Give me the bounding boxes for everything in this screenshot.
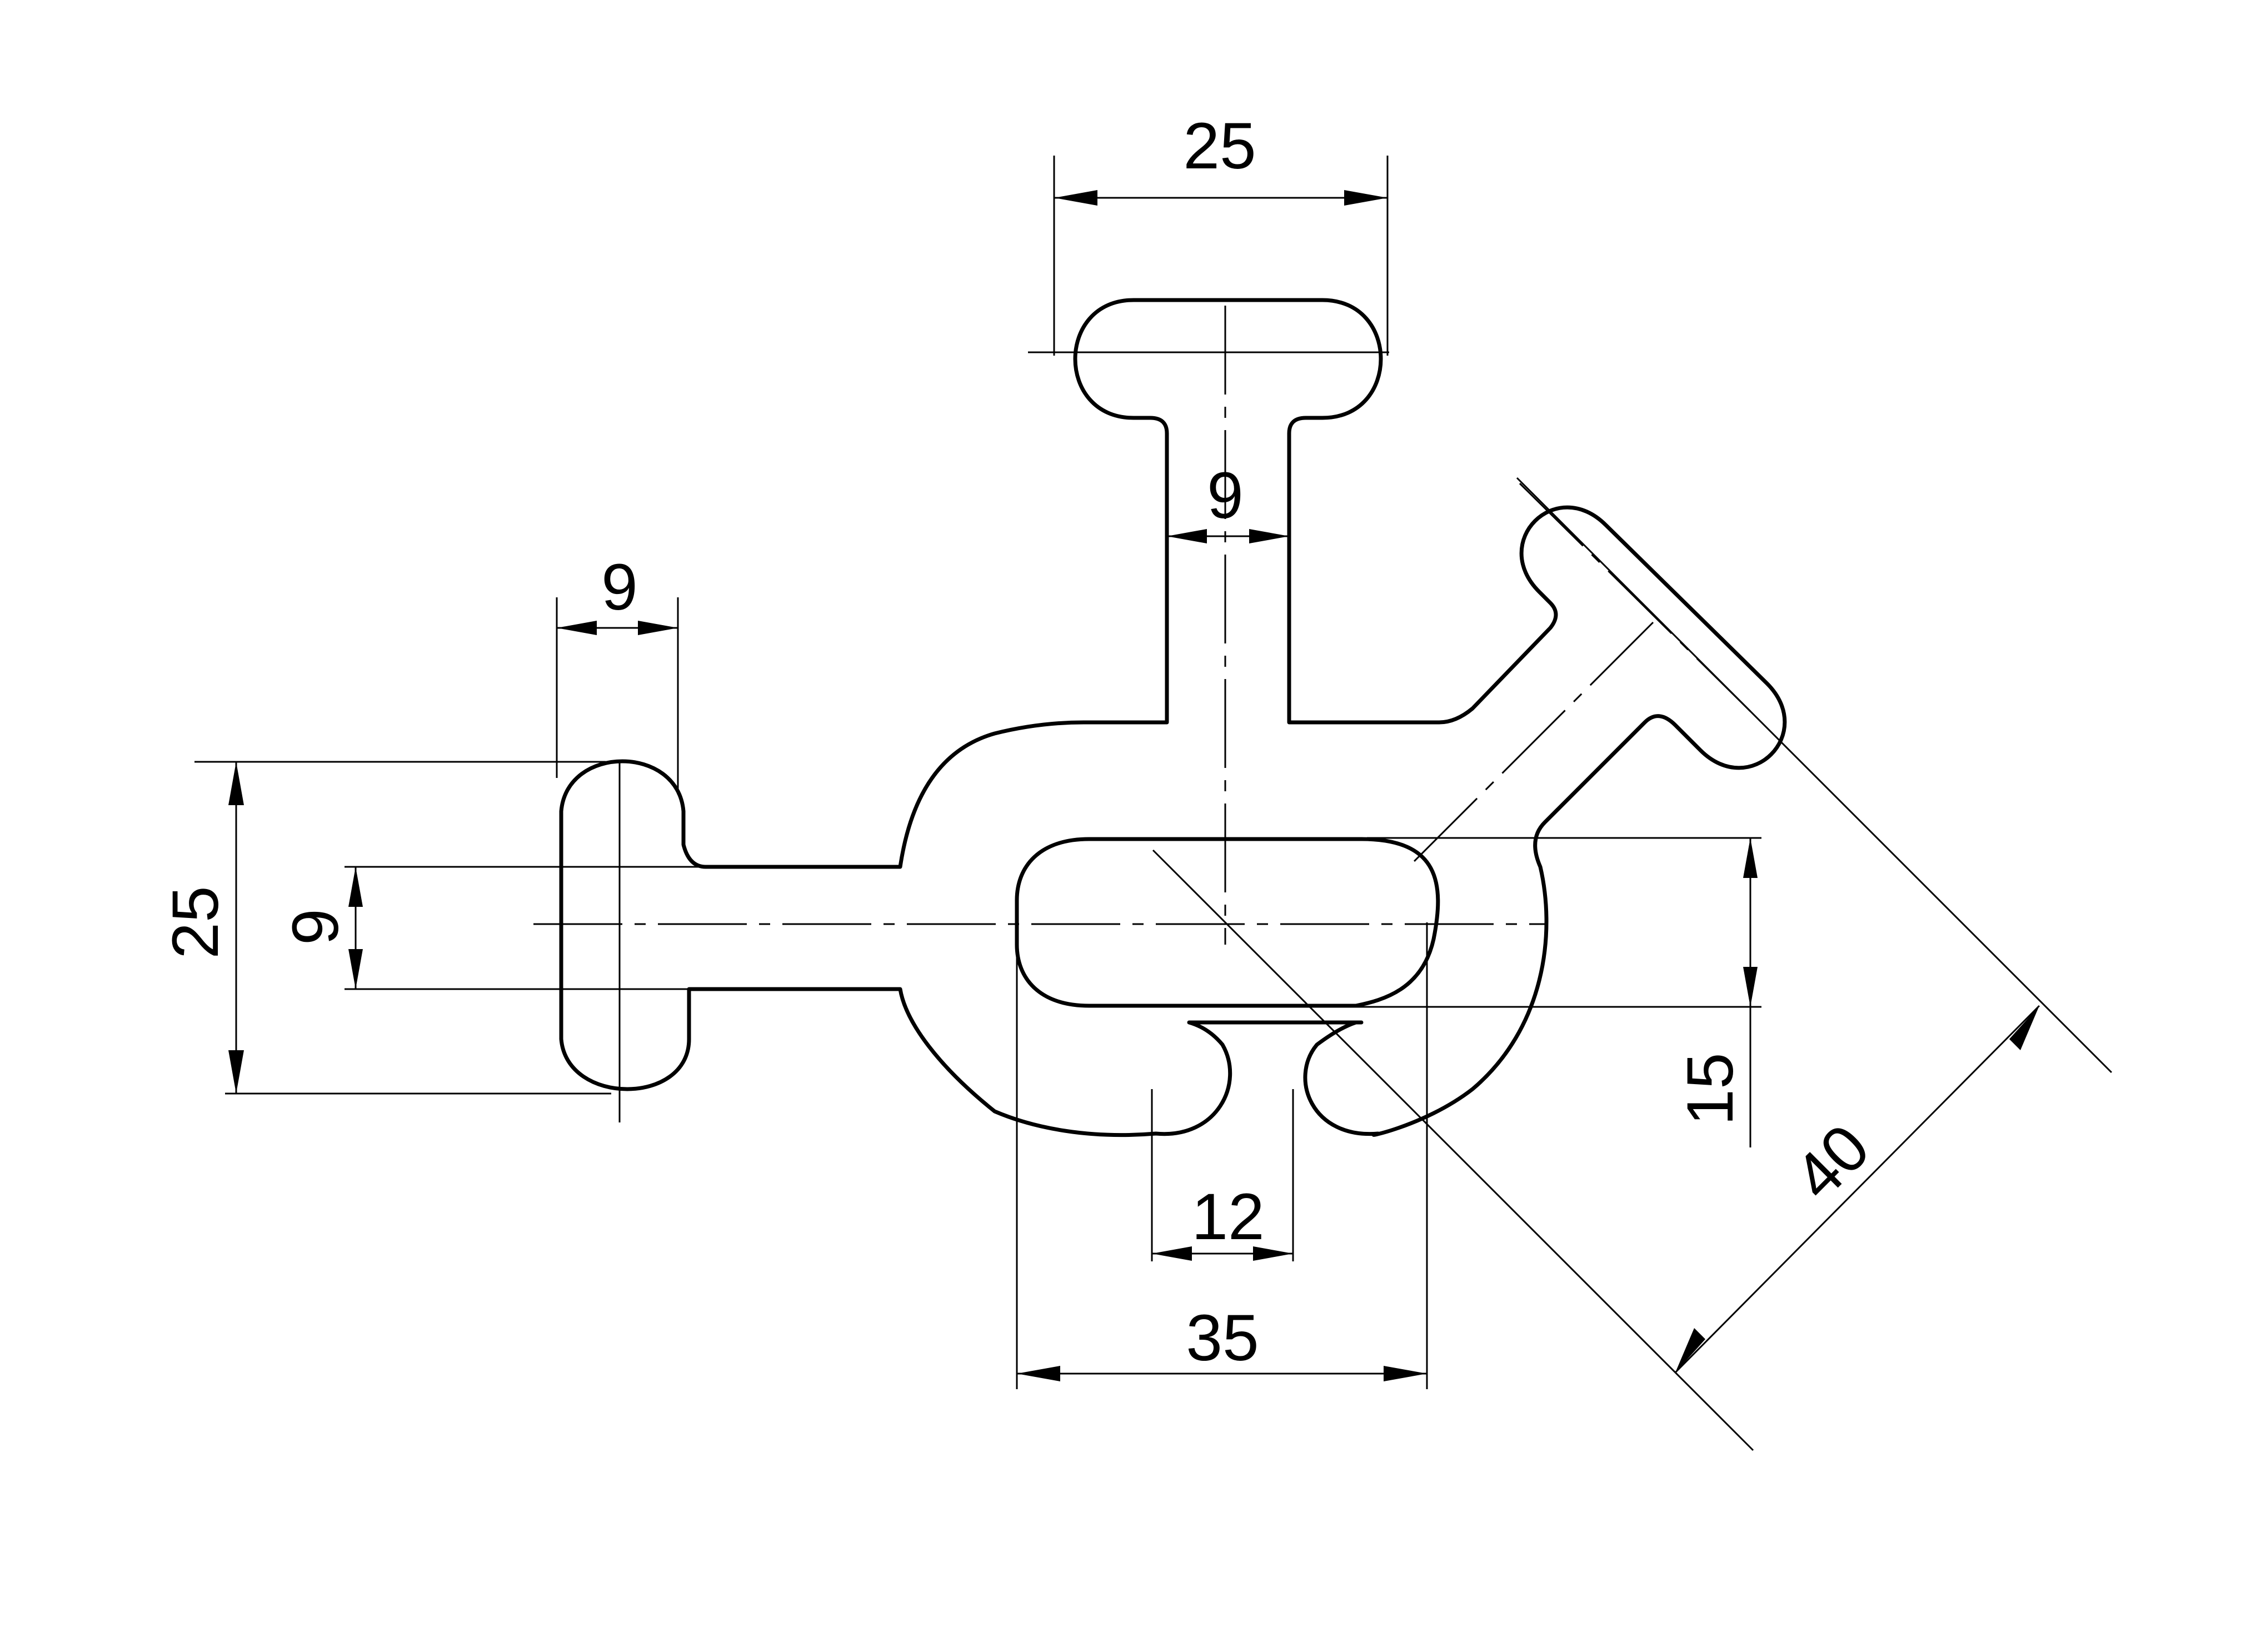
dim-left-head-width: 9 <box>556 551 679 795</box>
dim-left-head-height: 25 <box>159 761 611 1095</box>
dim-label-bottom-gap-width: 12 <box>1191 1180 1264 1254</box>
dim-top-stem-width: 9 <box>1167 459 1289 543</box>
dim-label-left-head-width: 9 <box>601 551 638 624</box>
center-lines <box>533 306 1751 1122</box>
profile-outline <box>559 298 1787 1137</box>
dim-bottom-gap-width: 12 <box>1151 1089 1294 1261</box>
dim-label-diagonal: 40 <box>1780 1111 1884 1214</box>
dim-label-top-head-width: 25 <box>1183 109 1256 183</box>
inner-slot <box>1015 837 1440 1008</box>
dim-slot-height: 15 <box>1356 837 1761 1147</box>
outer-contour <box>559 298 1787 1137</box>
dim-diagonal: 40 <box>1152 477 2113 1451</box>
dim-left-stem-height: 9 <box>279 866 900 990</box>
dim-label-left-head-height: 25 <box>159 886 232 959</box>
dim-label-left-stem-height: 9 <box>279 909 352 945</box>
dim-label-slot-width: 35 <box>1186 1301 1259 1375</box>
dim-slot-width: 35 <box>1016 922 1428 1389</box>
dim-top-head-width: 25 <box>1053 109 1389 356</box>
dim-label-slot-height: 15 <box>1674 1052 1747 1125</box>
dim-label-top-stem-width: 9 <box>1207 459 1244 532</box>
